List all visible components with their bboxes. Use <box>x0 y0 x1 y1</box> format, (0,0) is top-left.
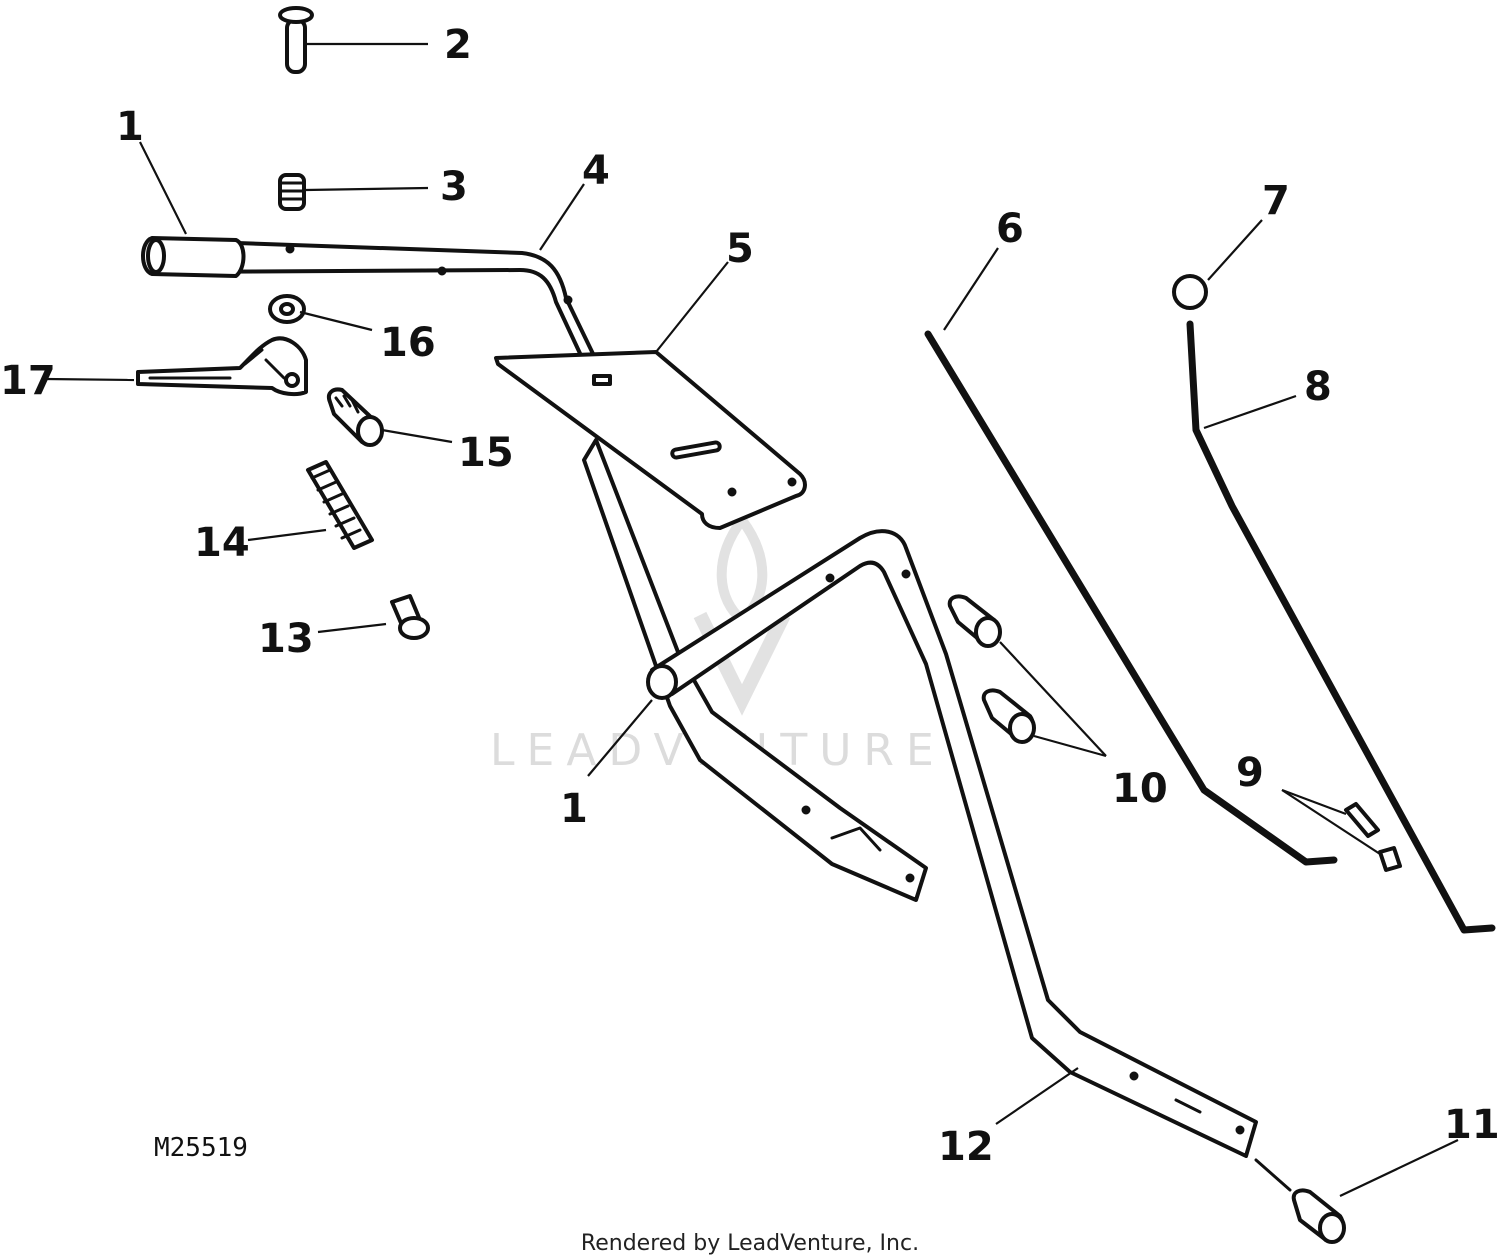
part-3-spring <box>278 173 306 211</box>
part-15-grip <box>327 387 384 447</box>
callout-8: 8 <box>1304 364 1332 410</box>
callout-3: 3 <box>440 164 468 210</box>
callout-14: 14 <box>194 520 250 566</box>
part-13-bolt <box>390 594 430 640</box>
part-5-plate <box>494 350 807 530</box>
callout-13: 13 <box>258 616 314 662</box>
part-10-grips <box>947 594 1036 744</box>
part-2-pin <box>278 6 314 74</box>
part-11-grip <box>1254 1158 1346 1244</box>
part-12-lower-handle <box>646 529 1258 1158</box>
callout-10: 10 <box>1112 766 1168 812</box>
leader-lines <box>45 42 1459 1197</box>
footer-credit: Rendered by LeadVenture, Inc. <box>581 1231 919 1256</box>
part-1-handle-lever <box>141 236 598 364</box>
callout-16: 16 <box>380 320 436 366</box>
part-8-rod <box>1186 320 1496 934</box>
callout-5: 5 <box>726 226 754 272</box>
callout-4: 4 <box>582 148 610 194</box>
callout-1-mid: 1 <box>560 786 588 832</box>
part-6-rod <box>924 330 1338 866</box>
callout-7: 7 <box>1262 178 1290 224</box>
callout-11: 11 <box>1444 1102 1500 1148</box>
part-9-clips <box>1344 802 1402 872</box>
part-14-spring <box>306 460 374 550</box>
callouts: 1 2 3 4 5 6 7 8 9 10 11 12 13 14 15 16 1… <box>0 22 1500 1170</box>
part-7-knob <box>1172 274 1208 310</box>
callout-15: 15 <box>458 430 514 476</box>
callout-9: 9 <box>1236 750 1264 796</box>
part-16-washer <box>268 294 306 324</box>
callout-17: 17 <box>0 358 56 404</box>
figure-code: M25519 <box>154 1133 248 1163</box>
callout-1-top: 1 <box>116 104 144 150</box>
callout-6: 6 <box>996 206 1024 252</box>
part-17-latch <box>136 336 308 397</box>
callout-2: 2 <box>444 22 472 68</box>
callout-12: 12 <box>938 1124 994 1170</box>
part-4-handle-frame <box>582 438 928 902</box>
